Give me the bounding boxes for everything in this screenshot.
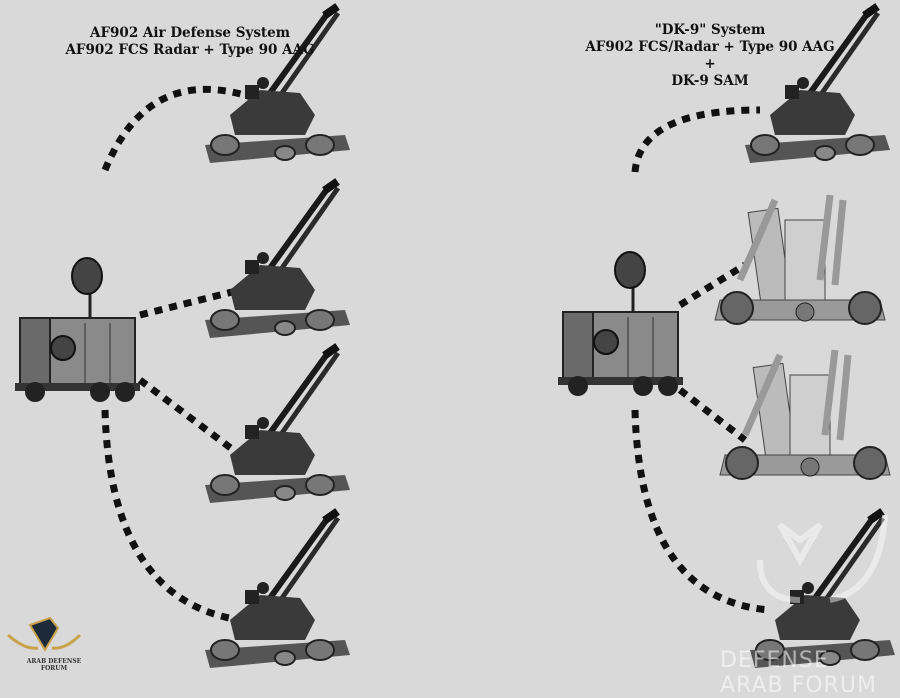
af902-radar-truck-icon <box>556 250 685 398</box>
type90-aag-gun-icon <box>205 178 350 338</box>
title-line: AF902 FCS Radar + Type 90 AAG <box>65 42 315 58</box>
watermark-text: DEFENSE ARAB FORUM <box>720 648 877 698</box>
title-line: + <box>704 56 716 72</box>
title-line: AF902 FCS/Radar + Type 90 AAG <box>585 39 835 55</box>
dk9-sam-launcher-icon <box>715 195 885 324</box>
arab-defense-forum-logo-icon <box>7 616 82 652</box>
link-right-radar-gun-1 <box>631 106 761 173</box>
title-line: DK-9 SAM <box>671 73 749 89</box>
link-radar-gun-3 <box>137 377 243 458</box>
link-right-radar-sam-1 <box>678 262 747 308</box>
title-line: "DK-9" System <box>654 22 766 38</box>
watermark-emblem-icon <box>757 514 888 603</box>
right-panel-title: "DK-9" System AF902 FCS/Radar + Type 90 … <box>575 22 845 90</box>
af902-radar-truck-icon <box>13 256 142 404</box>
link-radar-gun-1 <box>101 85 262 172</box>
link-radar-gun-2 <box>139 286 241 319</box>
link-right-radar-sam-2 <box>677 387 748 443</box>
left-panel-title: AF902 Air Defense System AF902 FCS Radar… <box>60 25 320 59</box>
type90-aag-gun-icon <box>205 508 350 668</box>
link-radar-gun-4 <box>101 409 241 624</box>
title-line: AF902 Air Defense System <box>89 25 291 41</box>
dk9-sam-launcher-icon <box>720 350 890 479</box>
diagram-canvas <box>7 0 900 675</box>
logo-text: ARAB DEFENSE FORUM <box>26 658 82 672</box>
type90-aag-gun-icon <box>205 343 350 503</box>
link-right-radar-gun-2 <box>631 409 771 614</box>
